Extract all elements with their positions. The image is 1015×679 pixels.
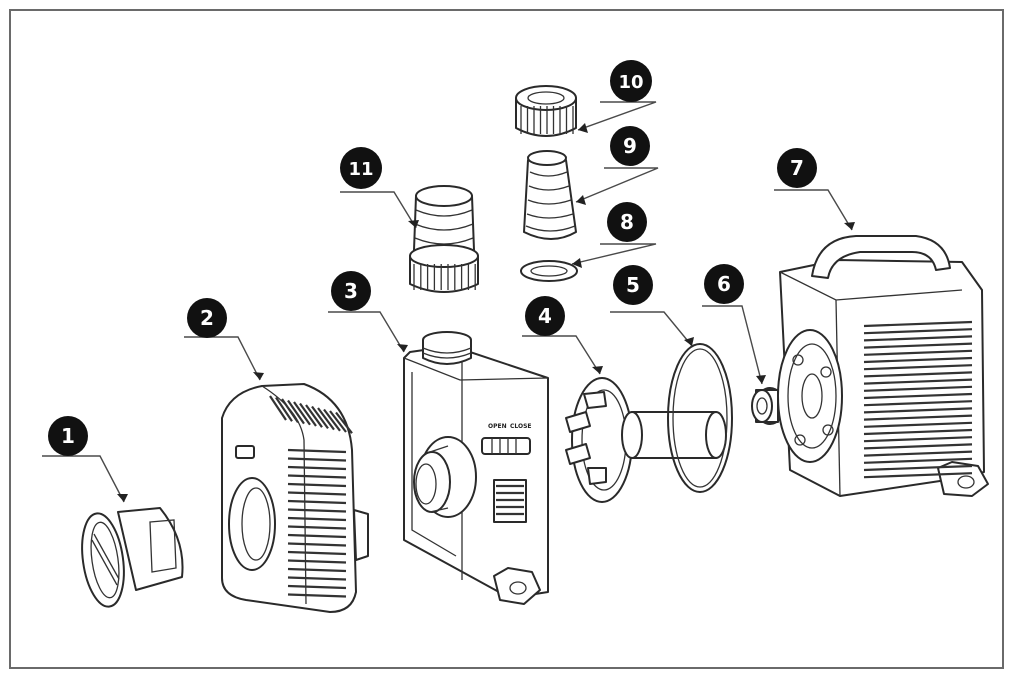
callout-1: 1 <box>48 416 88 456</box>
part-11-hose-adapter <box>409 185 479 293</box>
callout-2: 2 <box>187 298 227 338</box>
part-8-gasket <box>520 260 578 282</box>
callout-9: 9 <box>610 126 650 166</box>
part-1-inlet-cap <box>81 507 184 608</box>
valve-open-label: OPEN <box>488 423 507 430</box>
callout-6: 6 <box>704 264 744 304</box>
part-2-front-cover <box>221 383 369 613</box>
callout-number: 5 <box>626 273 640 297</box>
leader-lines <box>42 101 855 503</box>
motor-body-vents <box>863 320 973 479</box>
part-6-bearing <box>751 387 785 425</box>
part-10-threaded-nut <box>515 85 577 137</box>
callout-number: 9 <box>623 134 637 158</box>
callout-number: 11 <box>348 159 373 180</box>
callout-10: 10 <box>610 60 652 102</box>
callout-number: 4 <box>538 304 552 328</box>
callout-8: 8 <box>607 202 647 242</box>
callout-number: 2 <box>200 306 214 330</box>
callout-4: 4 <box>525 296 565 336</box>
callout-3: 3 <box>331 271 371 311</box>
part-7-motor-body <box>777 235 989 497</box>
part-3-pump-housing: OPEN CLOSE <box>403 331 549 605</box>
front-cover-vents <box>269 395 353 598</box>
valve-close-label: CLOSE <box>510 423 532 430</box>
callout-number: 3 <box>344 279 358 303</box>
callout-number: 6 <box>717 272 731 296</box>
callout-number: 8 <box>620 210 634 234</box>
adapter-nut-ribs <box>413 264 476 290</box>
callout-number: 10 <box>618 72 643 93</box>
part-9-hose-barb <box>523 150 577 240</box>
callout-5: 5 <box>613 265 653 305</box>
callout-number: 1 <box>61 424 75 448</box>
callout-number: 7 <box>790 156 804 180</box>
part-4-impeller <box>565 377 727 503</box>
part-5-o-ring <box>667 343 733 493</box>
nut-ribs <box>520 106 574 134</box>
callout-7: 7 <box>777 148 817 188</box>
callout-11: 11 <box>340 147 382 189</box>
